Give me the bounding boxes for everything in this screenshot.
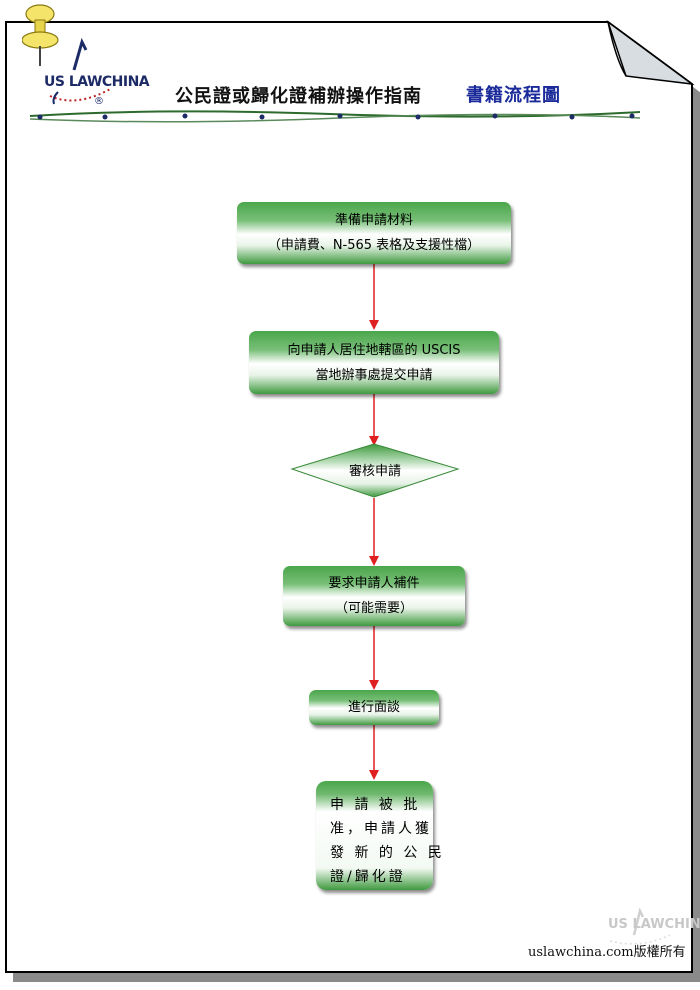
copyright-text: uslawchina.com版權所有 (528, 945, 686, 960)
folded-corner (606, 19, 695, 86)
step-submit-application: 向申請人居住地轄區的 USCIS 當地辦事處提交申請 (249, 331, 499, 394)
step-prepare-materials: 準備申請材料 （申請費、N-565 表格及支援性檔） (237, 202, 511, 264)
step-request-line1: 要求申請人補件 (328, 576, 420, 591)
svg-text:®: ® (94, 96, 104, 107)
us-lawchina-logo: ® US LAWCHINA (21, 0, 150, 110)
step-request-supplement: 要求申請人補件 （可能需要） (283, 566, 465, 626)
step-approved: 申 請 被 批 准，申請人獲 發 新 的 公 民 證/歸化證 (316, 781, 445, 890)
step-prepare-line1: 準備申請材料 (334, 213, 413, 228)
step-prepare-line2: （申請費、N-565 表格及支援性檔） (267, 238, 481, 253)
step-request-line2: （可能需要） (334, 601, 413, 616)
page-title: 公民證或歸化證補辦操作指南 (175, 86, 422, 107)
step-approved-line4: 證/歸化證 (330, 869, 406, 885)
step-approved-line2: 准，申請人獲 (330, 821, 432, 837)
logo-text: US LAWCHINA (44, 74, 150, 90)
flow-arrows (369, 264, 379, 780)
decision-diamond (290, 443, 460, 498)
step-interview-label: 進行面談 (347, 700, 400, 715)
watermark-text: US LAWCHINA (608, 917, 700, 932)
step-approved-line3: 發 新 的 公 民 (330, 845, 445, 861)
page-subtitle: 書籍流程圖 (466, 85, 561, 106)
step-interview: 進行面談 (309, 690, 439, 725)
watermark-logo: US LAWCHINA (600, 905, 700, 945)
step-approved-line1: 申 請 被 批 (330, 797, 421, 813)
step-submit-line2: 當地辦事處提交申請 (315, 367, 433, 383)
decision-review-label: 審核申請 (348, 463, 401, 479)
step-submit-line1: 向申請人居住地轄區的 USCIS (287, 342, 461, 358)
